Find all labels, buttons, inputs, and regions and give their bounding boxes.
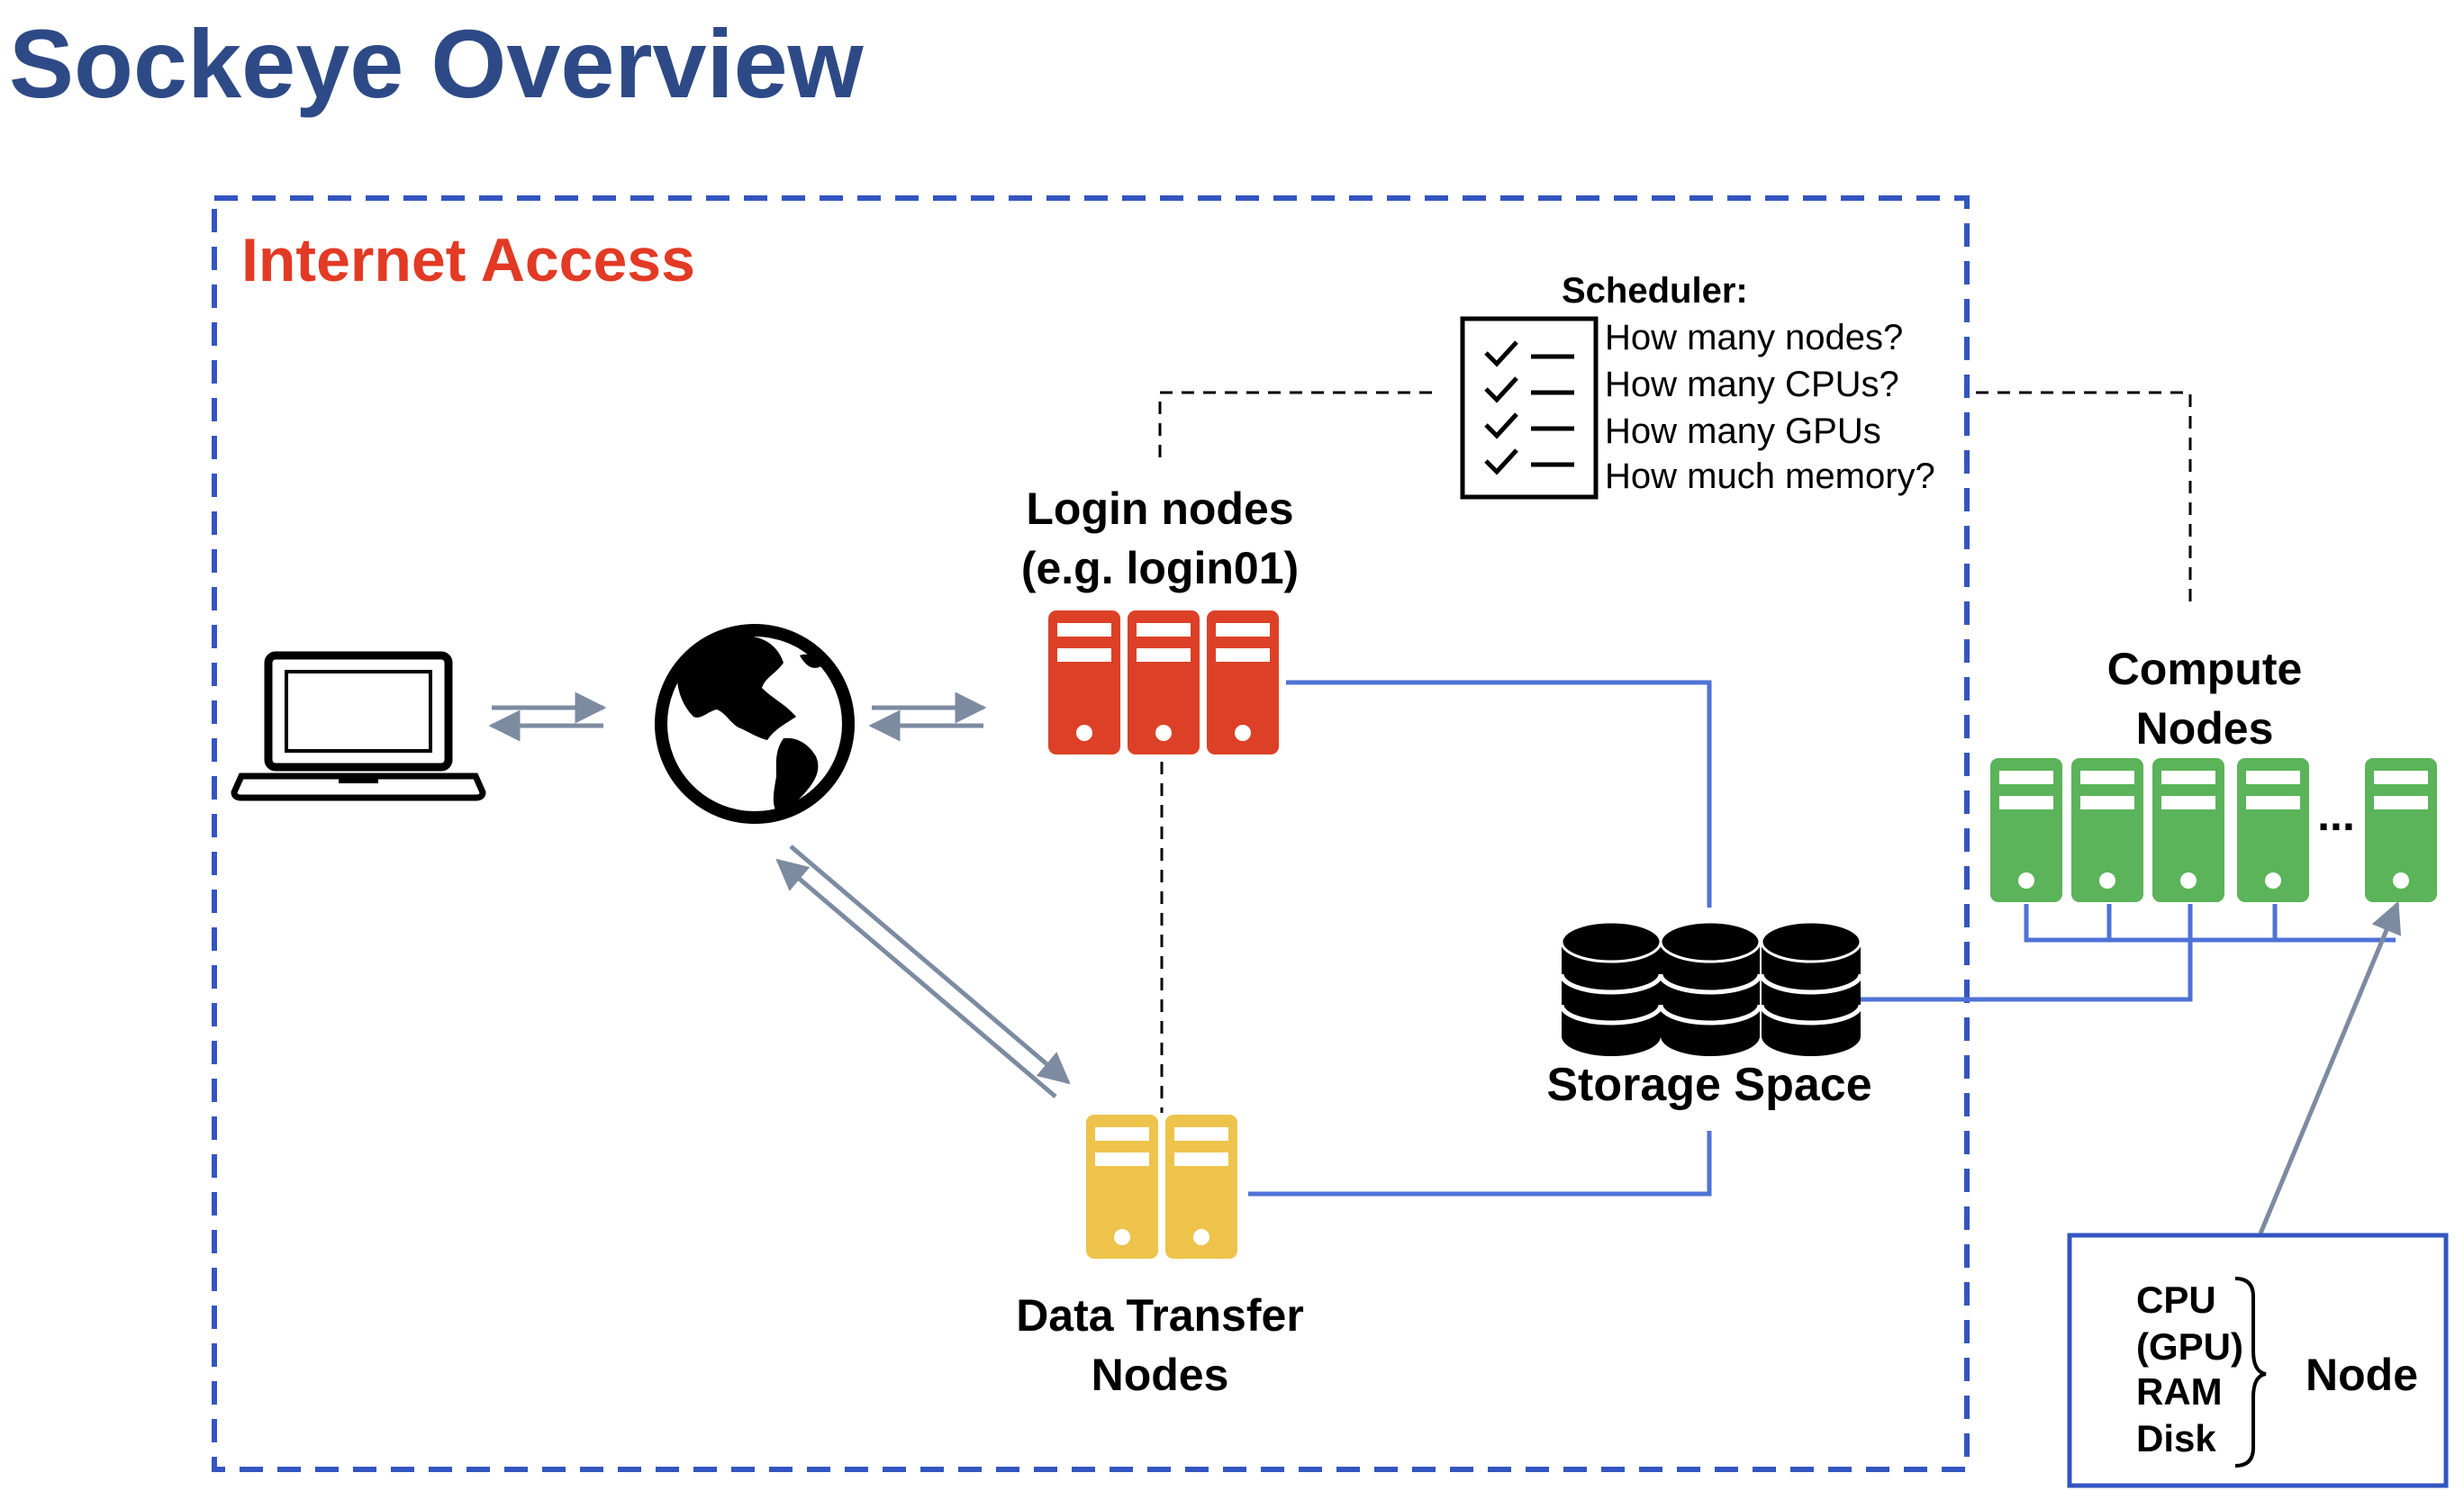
node-component: (GPU) <box>2136 1325 2243 1368</box>
node-detail-box <box>2067 1233 2449 1488</box>
scheduler-dashed-links <box>1158 391 2192 1113</box>
page-title: Sockeye Overview <box>9 9 865 118</box>
scheduler-question: How many GPUs <box>1605 411 1881 451</box>
compute-servers-icon <box>1990 758 2437 902</box>
node-label: Node <box>2305 1350 2418 1400</box>
scheduler-question: How much memory? <box>1605 456 1935 496</box>
scheduler-question: How many nodes? <box>1605 318 1903 357</box>
laptop-globe-arrows <box>488 691 607 742</box>
data-transfer-servers-icon <box>1086 1115 1237 1259</box>
data-transfer-label-line2: Nodes <box>1092 1350 1229 1400</box>
laptop-icon <box>231 651 486 801</box>
compute-nodes-label-line2: Nodes <box>2136 703 2274 754</box>
checklist-icon <box>1460 316 1599 500</box>
node-component: Disk <box>2136 1417 2216 1459</box>
scheduler-heading: Scheduler: <box>1562 271 1748 311</box>
compute-nodes-label: Compute <box>2107 644 2303 694</box>
compute-ellipsis: ... <box>2317 790 2355 840</box>
node-component: RAM <box>2136 1370 2223 1413</box>
node-detail-arrow <box>2258 900 2402 1234</box>
globe-icon <box>655 624 855 824</box>
data-transfer-label: Data Transfer <box>1016 1290 1304 1341</box>
node-component: CPU <box>2136 1279 2216 1321</box>
globe-login-arrows <box>868 691 987 742</box>
internet-access-label: Internet Access <box>241 226 695 294</box>
login-nodes-label: Login nodes <box>1026 483 1293 534</box>
storage-space-label: Storage Space <box>1546 1059 1871 1111</box>
globe-dtn-arrows <box>775 845 1071 1098</box>
internet-access-region <box>212 195 1970 1472</box>
storage-disks-icon <box>1562 922 1861 1056</box>
login-servers-icon <box>1048 610 1279 755</box>
scheduler-question: How many CPUs? <box>1605 365 1899 404</box>
curly-brace-icon <box>2234 1277 2267 1468</box>
login-nodes-example-label: (e.g. login01) <box>1021 543 1299 593</box>
storage-links <box>1248 680 2396 1197</box>
